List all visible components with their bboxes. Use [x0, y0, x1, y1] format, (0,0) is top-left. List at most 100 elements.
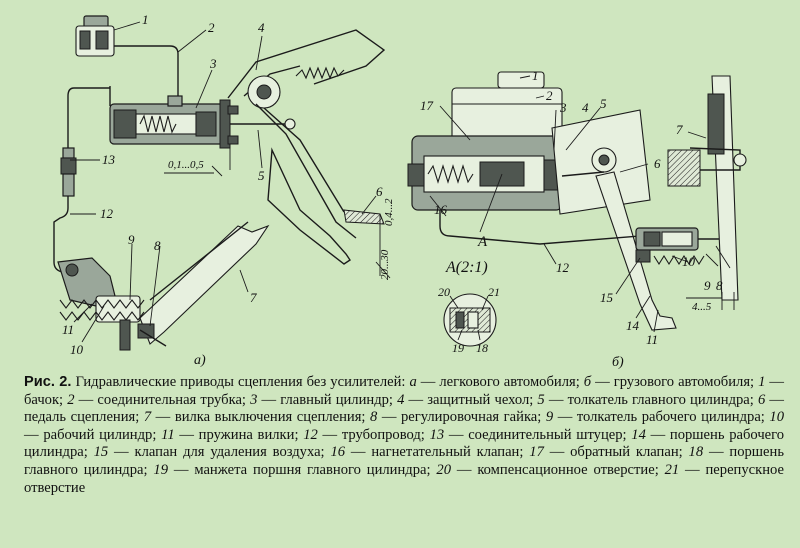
section-marker-a: A — [477, 234, 488, 250]
release-fork-a — [139, 221, 270, 345]
caption-item-text: рабочий цилиндр; — [43, 426, 157, 443]
callout-detail-21: 21 — [488, 285, 500, 299]
subfigure-label-b: б) — [612, 355, 624, 370]
callout-b-4: 4 — [582, 100, 589, 115]
caption-item: 12 — трубопровод; — [303, 426, 425, 443]
caption-item-key: 6 — [757, 391, 766, 408]
caption-item-text: поршень главного цилиндра; — [24, 444, 784, 478]
caption-item-text: толкатель рабочего цилиндра; — [576, 409, 765, 426]
callout-b-6: 6 — [654, 156, 661, 171]
caption-item-text: обратный клапан; — [570, 444, 683, 461]
callout-a-4: 4 — [258, 20, 265, 35]
detail-a-view: A(2:1) 20 21 19 18 — [438, 259, 500, 355]
caption-item-key: 4 — [397, 391, 405, 408]
caption-item-text: соединительная трубка; — [97, 391, 246, 408]
fitting-a — [60, 147, 77, 197]
caption-item: 3 — главный цилиндр; — [250, 391, 393, 408]
caption-item-key: 16 — [330, 444, 346, 461]
caption-item: 16 — нагнетательный клапан; — [330, 444, 524, 461]
subfigure-b-drawing: 1 2 3 4 5 6 7 8 9 10 11 12 14 15 16 17 A… — [407, 68, 747, 370]
caption-item-key: 13 — [429, 426, 445, 443]
release-lever-b — [667, 75, 747, 301]
caption-item-key: б — [583, 374, 592, 390]
caption-item: б — грузового автомобиля; — [583, 374, 755, 390]
callout-a-5: 5 — [258, 168, 265, 183]
caption-item-key: 19 — [153, 461, 169, 478]
callout-b-12: 12 — [556, 260, 570, 275]
callout-a-3: 3 — [209, 56, 217, 71]
callout-a-7: 7 — [250, 290, 257, 305]
callout-b-11: 11 — [646, 332, 658, 347]
caption-item-key: 2 — [67, 391, 75, 408]
master-cylinder-a — [109, 95, 239, 170]
caption-item-key: 15 — [93, 444, 109, 461]
callout-a-9: 9 — [128, 232, 135, 247]
callout-b-10: 10 — [682, 254, 696, 269]
caption-item-key: 7 — [143, 409, 152, 426]
caption-item-text: соединительный штуцер; — [468, 426, 627, 443]
caption-item-text: компенсационное отверстие; — [477, 461, 659, 478]
caption-item-text: бачок; — [24, 391, 64, 408]
callout-b-14: 14 — [626, 318, 640, 333]
connecting-tube-a — [114, 45, 179, 104]
dim-a-pedal-free: 0,4...2 — [383, 198, 395, 226]
caption-item: 15 — клапан для удаления воздуха; — [93, 444, 325, 461]
caption-item-text: защитный чехол; — [427, 391, 534, 408]
subfigure-label-a: а) — [194, 353, 206, 368]
reservoir-a — [75, 15, 115, 57]
caption-item: 19 — манжета поршня главного цилиндра; — [153, 461, 431, 478]
caption-item-key: 17 — [529, 444, 544, 461]
caption-item-key: 14 — [631, 426, 646, 443]
callout-a-6: 6 — [376, 184, 383, 199]
caption-label: Рис. 2. — [24, 374, 72, 390]
caption-item: 21 — перепускное отверстие — [24, 461, 784, 496]
caption-item-text: педаль сцепления; — [24, 409, 140, 426]
callout-a-1: 1 — [142, 12, 149, 27]
callout-detail-20: 20 — [438, 285, 450, 299]
caption-item: 6 — педаль сцепления; — [24, 391, 784, 426]
caption-item: 17 — обратный клапан; — [529, 444, 683, 461]
caption-item: 7 — вилка выключения сцепления; — [143, 409, 366, 426]
caption-item-key: 18 — [688, 444, 704, 461]
callout-a-10: 10 — [70, 342, 84, 357]
caption-item: 14 — поршень рабочего цилиндра; — [24, 426, 785, 461]
caption-item-key: 8 — [370, 409, 378, 426]
caption-item: 13 — соединительный штуцер; — [429, 426, 627, 443]
callout-b-8: 8 — [716, 278, 723, 293]
pipeline-a — [53, 87, 110, 273]
caption-item: 4 — защитный чехол; — [397, 391, 534, 408]
detail-title: A(2:1) — [445, 259, 488, 276]
caption-item-key: 11 — [161, 426, 175, 443]
dim-a-gap: 0,1...0,5 — [168, 159, 204, 171]
caption-item-key: 3 — [250, 391, 258, 408]
caption-item: 1 — бачок; — [24, 374, 784, 408]
caption-item-text: регулировочная гайка; — [400, 409, 542, 426]
callout-b-1: 1 — [532, 68, 539, 83]
caption-item-key: 20 — [436, 461, 452, 478]
caption-item: 11 — пружина вилки; — [161, 426, 299, 443]
caption-item: 5 — толкатель главного цилиндра; — [537, 391, 754, 408]
pedal-assembly-a — [227, 29, 386, 265]
dim-a-pedal-travel: 20...30 — [379, 249, 391, 280]
caption-item-key: 1 — [758, 374, 766, 390]
caption-item-text: поршень рабочего цилиндра; — [24, 426, 785, 461]
caption-item: 2 — соединительная трубка; — [67, 391, 246, 408]
caption-item: а — легкового автомобиля; — [409, 374, 580, 390]
dim-b-gap: 4...5 — [692, 301, 712, 313]
callout-b-3: 3 — [559, 100, 567, 115]
callout-a-13: 13 — [102, 152, 116, 167]
callout-detail-19: 19 — [452, 341, 464, 355]
caption-item-key: 9 — [545, 409, 554, 426]
caption-item-text: легкового автомобиля; — [439, 374, 580, 390]
caption-item-key: 5 — [537, 391, 545, 408]
master-cylinder-b — [407, 135, 563, 211]
callout-b-16: 16 — [434, 202, 448, 217]
caption-item-text: нагнетательный клапан; — [371, 444, 524, 461]
caption-item-key: а — [409, 374, 417, 390]
callout-detail-18: 18 — [476, 341, 488, 355]
caption-item-key: 12 — [303, 426, 318, 443]
caption-item: 9 — толкатель рабочего цилиндра; — [545, 409, 765, 426]
caption-item-text: главный цилиндр; — [280, 391, 393, 408]
caption-item: 8 — регулировочная гайка; — [370, 409, 542, 426]
